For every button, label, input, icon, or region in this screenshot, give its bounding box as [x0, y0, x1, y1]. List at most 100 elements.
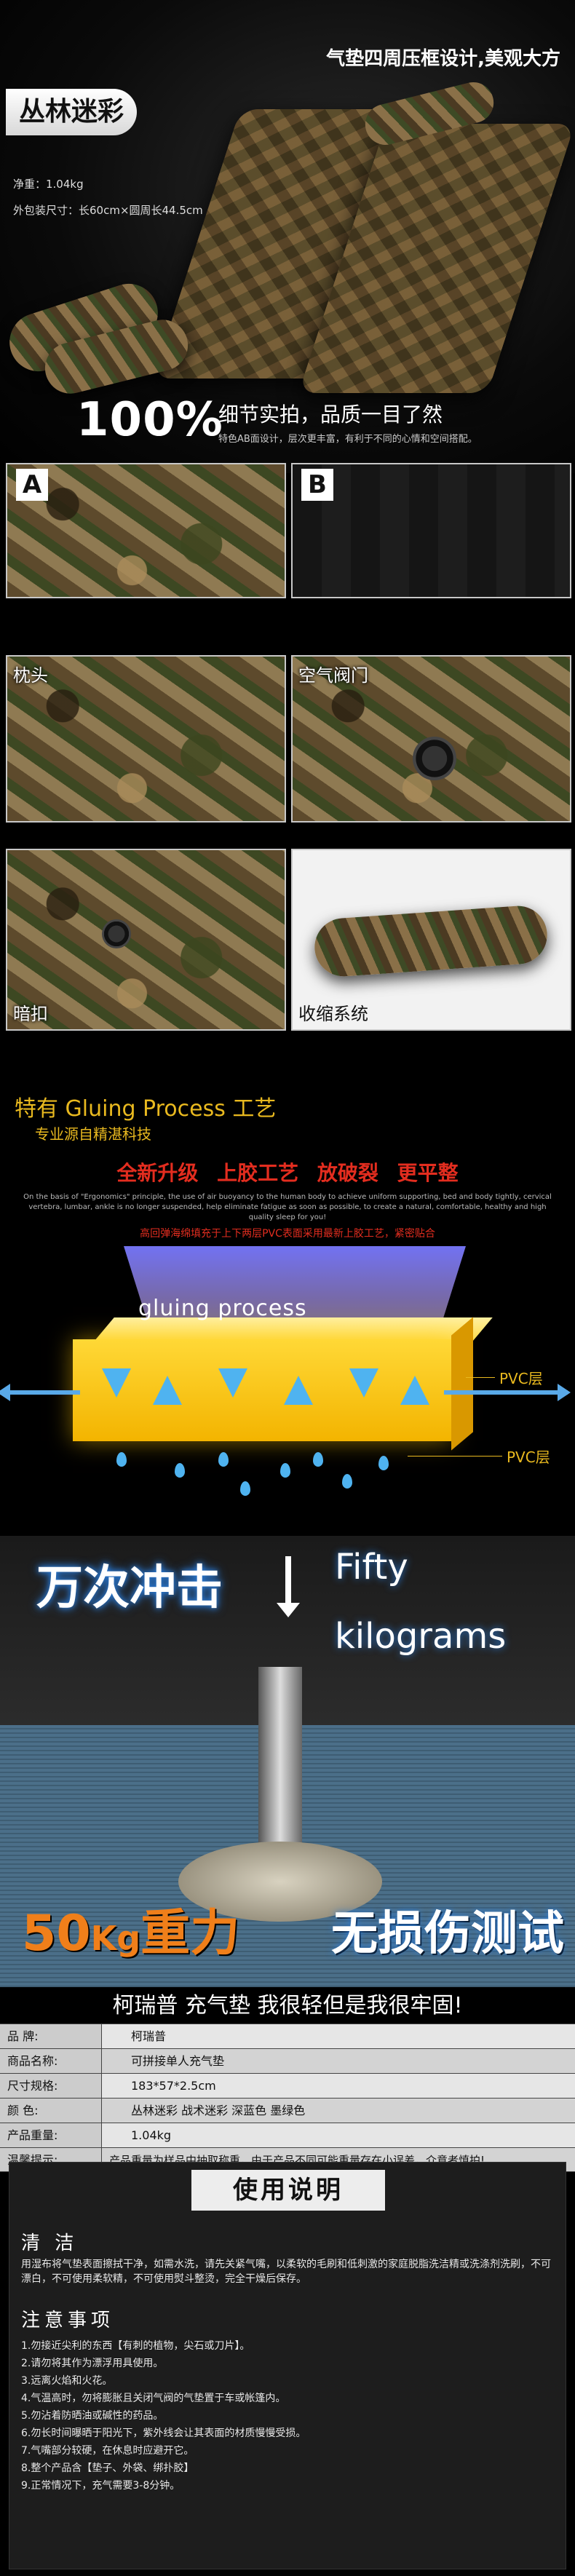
tile-pillow: 枕头 — [6, 655, 286, 823]
clean-heading: 清 洁 — [21, 2232, 79, 2254]
spec-value: 丛林迷彩 战术迷彩 深蓝色 墨绿色 — [102, 2099, 575, 2123]
spec-key: 尺寸规格: — [0, 2074, 102, 2098]
caution-list: 1.勿接近尖利的东西【有刺的植物，尖石或刀片】。 2.请勿将其作为漂浮用具使用。… — [21, 2337, 554, 2494]
impact-test-section: 万次冲击 Fifty kilograms 50Kg重力 无损伤测试 — [0, 1536, 575, 1987]
list-item: 6.勿长时间曝晒于阳光下，紫外线会让其表面的材质慢慢受损。 — [21, 2428, 306, 2439]
pillow-photo — [7, 657, 285, 821]
impact-english-1: Fifty — [335, 1547, 408, 1588]
tile-side-a: A — [6, 463, 286, 598]
down-arrow-icon — [277, 1556, 300, 1617]
gluing-section: 特有 Gluing Process 工艺 专业源自精湛科技 全新升级 上胶工艺 … — [0, 1055, 575, 1536]
valve-label: 空气阀门 — [298, 665, 368, 686]
list-item: 8.整个产品含【垫子、外袋、绑扑胶】 — [21, 2462, 194, 2474]
spec-key: 品 牌: — [0, 2024, 102, 2048]
down-arrow-icon — [349, 1368, 378, 1398]
pillow-label: 枕头 — [13, 665, 48, 686]
pack-size: 外包装尺寸：长60cm×圆周长44.5cm — [13, 204, 203, 217]
hero-section: 气垫四周压框设计,美观大方 丛林迷彩 净重：1.04kg 外包装尺寸：长60cm… — [0, 0, 575, 473]
spec-value: 183*57*2.5cm — [102, 2074, 575, 2098]
spec-table: 品 牌: 柯瑞普 商品名称: 可拼接单人充气垫 尺寸规格: 183*57*2.5… — [0, 2024, 575, 2172]
spec-value: 柯瑞普 — [102, 2024, 575, 2048]
slab-side-face — [451, 1317, 473, 1451]
up-arrow-icon — [400, 1376, 429, 1405]
list-item: 4.气温高时，勿将膨胀且关闭气阀的气垫置于车或帐篷内。 — [21, 2393, 286, 2404]
side-a-letter: A — [16, 469, 48, 501]
pvc-bottom-label: PVC层 — [507, 1448, 550, 1466]
list-item: 2.请勿将其作为漂浮用具使用。 — [21, 2358, 164, 2369]
hero-tagline: 气垫四周压框设计,美观大方 — [326, 48, 560, 70]
spec-row-weight: 产品重量: 1.04kg — [0, 2123, 575, 2147]
gluing-note: 高回弹海绵填充于上下两层PVC表面采用最新上胶工艺，紧密贴合 — [140, 1228, 435, 1240]
list-item: 3.远离火焰和火花。 — [21, 2375, 113, 2387]
spec-row-color: 颜 色: 丛林迷彩 战术迷彩 深蓝色 墨绿色 — [0, 2098, 575, 2123]
weight-number: 50 — [22, 1905, 91, 1962]
side-b-letter: B — [301, 469, 333, 501]
net-weight: 净重：1.04kg — [13, 178, 84, 191]
hero-headline: 细节实拍，品质一目了然 — [218, 403, 443, 427]
water-drop-icon — [378, 1456, 389, 1470]
buckle-photo — [7, 850, 285, 1029]
weight-unit: Kg — [90, 1919, 141, 1958]
spec-row-size: 尺寸规格: 183*57*2.5cm — [0, 2073, 575, 2098]
spec-key: 产品重量: — [0, 2123, 102, 2147]
water-drop-icon — [240, 1481, 250, 1496]
gluing-english-text: On the basis of "Ergonomics" principle, … — [23, 1193, 552, 1221]
tile-shrink: 收缩系统 — [291, 849, 571, 1031]
pvc-bottom-line — [408, 1456, 502, 1457]
gluing-slogans: 全新升级 上胶工艺 放破裂 更平整 — [0, 1157, 575, 1186]
list-item: 5.勿沾着防晒油或碱性的药品。 — [21, 2410, 164, 2422]
impact-bag — [178, 1842, 382, 1922]
spec-row-brand: 品 牌: 柯瑞普 — [0, 2024, 575, 2048]
spec-value: 1.04kg — [102, 2123, 575, 2147]
pvc-top-label: PVC层 — [499, 1370, 543, 1387]
water-drop-icon — [218, 1452, 229, 1467]
slab-label: gluing process — [138, 1296, 307, 1321]
slogan-3: 放破裂 — [317, 1161, 378, 1185]
left-arrow-icon — [0, 1384, 80, 1401]
brand-slogan: 柯瑞普 充气垫 我很轻但是我很牢固! — [112, 1993, 463, 2018]
spec-key: 商品名称: — [0, 2049, 102, 2073]
gluing-title: 特有 Gluing Process 工艺 — [15, 1096, 277, 1122]
water-drop-icon — [342, 1474, 352, 1489]
instructions-title: 使用说明 — [191, 2170, 385, 2211]
tile-valve: 空气阀门 — [291, 655, 571, 823]
weight-label: 50Kg重力 — [22, 1893, 239, 1965]
impact-english-2: kilograms — [335, 1616, 507, 1657]
spec-value: 可拼接单人充气垫 — [102, 2049, 575, 2073]
no-damage-test-label: 无损伤测试 — [331, 1907, 564, 1961]
right-arrow-icon — [444, 1384, 571, 1401]
gluing-subtitle: 专业源自精湛科技 — [35, 1125, 151, 1143]
list-item: 7.气嘴部分较硬，在休息时应避开它。 — [21, 2445, 194, 2457]
product-name-badge: 丛林迷彩 — [6, 89, 138, 135]
usage-instructions: 使用说明 清 洁 用湿布将气垫表面擦拭干净，如需水洗，请先关紧气嘴，以柔软的毛刷… — [9, 2162, 566, 2569]
slogan-4: 更平整 — [397, 1161, 459, 1185]
slogan-2: 上胶工艺 — [217, 1161, 299, 1185]
weight-text: 重力 — [140, 1905, 240, 1962]
hero-subline: 特色AB面设计，层次更丰富，有利于不同的心情和空间搭配。 — [218, 434, 477, 445]
hero-percent: 100% — [76, 393, 223, 447]
buckle-label: 暗扣 — [13, 1004, 48, 1024]
list-item: 9.正常情况下，充气需要3-8分钟。 — [21, 2480, 181, 2492]
up-arrow-icon — [284, 1376, 313, 1405]
side-a-photo — [7, 464, 285, 597]
water-drop-icon — [313, 1452, 323, 1467]
water-drop-icon — [116, 1452, 127, 1467]
shrink-label: 收缩系统 — [298, 1004, 368, 1024]
tile-side-b: B — [291, 463, 571, 598]
spec-row-name: 商品名称: 可拼接单人充气垫 — [0, 2048, 575, 2073]
down-arrow-icon — [218, 1368, 247, 1398]
clean-text: 用湿布将气垫表面擦拭干净，如需水洗，请先关紧气嘴，以柔软的毛刷和低刺激的家庭脱脂… — [21, 2259, 551, 2285]
water-drop-icon — [175, 1463, 185, 1478]
pvc-top-line — [466, 1377, 495, 1378]
air-valve-icon — [413, 737, 456, 780]
snap-button-icon — [102, 919, 131, 948]
caution-heading: 注意事项 — [21, 2310, 115, 2331]
slogan-1: 全新升级 — [116, 1161, 199, 1185]
up-arrow-icon — [153, 1376, 182, 1405]
tile-buckle: 暗扣 — [6, 849, 286, 1031]
foam-slab — [73, 1339, 451, 1441]
list-item: 1.勿接近尖利的东西【有刺的植物，尖石或刀片】。 — [21, 2340, 250, 2352]
side-b-photo — [293, 464, 570, 597]
down-arrow-icon — [102, 1368, 131, 1398]
